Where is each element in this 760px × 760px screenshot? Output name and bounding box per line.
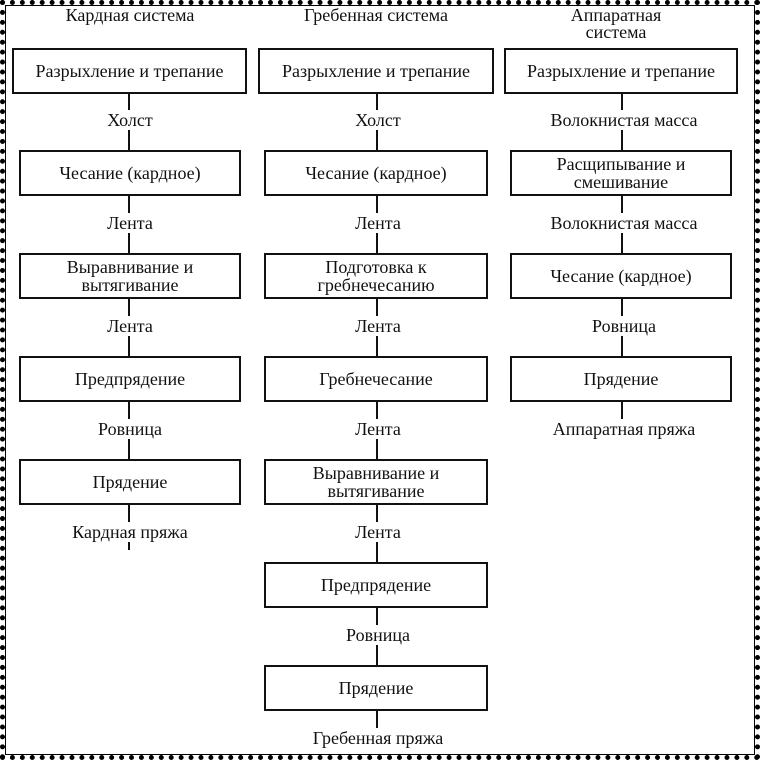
intermediate-label: Лента: [30, 316, 230, 336]
process-box: Гребнечесание: [264, 356, 488, 402]
process-box: Прядение: [510, 356, 732, 402]
intermediate-label: Волокнистая масса: [514, 110, 734, 130]
process-box: Подготовка к гребнечесанию: [264, 253, 488, 299]
output-label: Аппаратная пряжа: [514, 419, 734, 439]
column-title: Аппаратная система: [570, 5, 662, 42]
process-box: Прядение: [264, 665, 488, 711]
intermediate-label: Ровница: [514, 316, 734, 336]
intermediate-label: Ровница: [278, 625, 478, 645]
column-title: Гребенная система: [304, 5, 448, 25]
intermediate-label: Холст: [30, 110, 230, 130]
intermediate-label: Лента: [30, 213, 230, 233]
process-box: Чесание (кардное): [19, 150, 241, 196]
process-box: Разрыхление и трепание: [504, 48, 738, 94]
connector-line: [376, 92, 378, 744]
intermediate-label: Ровница: [30, 419, 230, 439]
process-box: Разрыхление и трепание: [12, 48, 247, 94]
intermediate-label: Волокнистая масса: [514, 213, 734, 233]
process-box: Выравнивание и вытягивание: [19, 253, 241, 299]
intermediate-label: Лента: [278, 213, 478, 233]
process-box: Чесание (кардное): [510, 253, 732, 299]
output-label: Кардная пряжа: [30, 522, 230, 542]
process-box: Расщипывание и смешивание: [510, 150, 732, 196]
process-box: Чесание (кардное): [264, 150, 488, 196]
process-box: Выравнивание и вытягивание: [264, 459, 488, 505]
process-box: Прядение: [19, 459, 241, 505]
intermediate-label: Лента: [278, 522, 478, 542]
process-box: Разрыхление и трепание: [258, 48, 494, 94]
intermediate-label: Лента: [278, 316, 478, 336]
process-box: Предпрядение: [264, 562, 488, 608]
column-title: Кардная система: [65, 5, 195, 25]
intermediate-label: Лента: [278, 419, 478, 439]
intermediate-label: Холст: [278, 110, 478, 130]
output-label: Гребенная пряжа: [278, 728, 478, 748]
process-box: Предпрядение: [19, 356, 241, 402]
